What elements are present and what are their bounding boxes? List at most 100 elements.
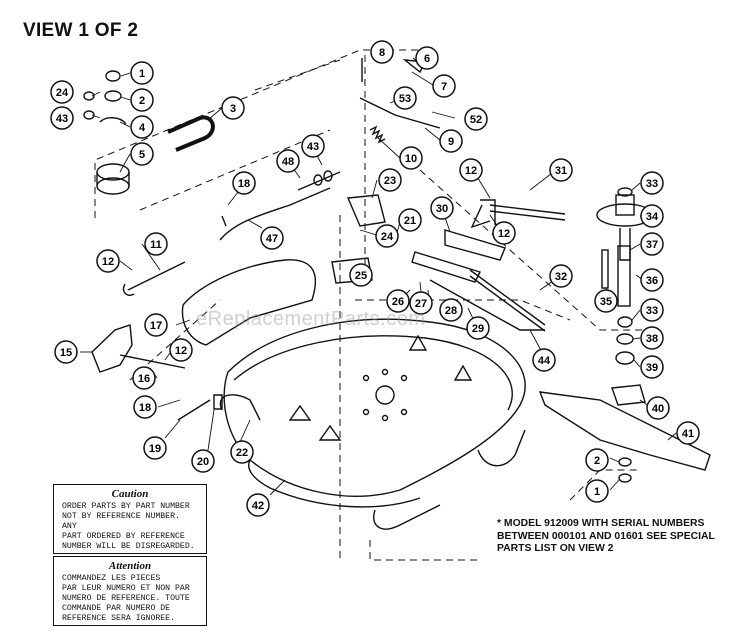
caution-line: NOT BY REFERENCE NUMBER. ANY	[62, 512, 180, 531]
attention-line: COMMANDE PAR NUMERO DE	[62, 604, 171, 613]
callout-22: 22	[230, 440, 254, 464]
callout-circle	[246, 493, 270, 517]
lift-link	[219, 187, 331, 241]
callout-label: 33	[646, 305, 658, 317]
callout-circle	[221, 96, 245, 120]
rod-31	[489, 204, 566, 215]
callout-12: 12	[96, 249, 120, 273]
callout-label: 15	[60, 347, 72, 359]
callout-1: 1	[130, 61, 154, 85]
callout-label: 29	[472, 323, 484, 335]
callout-24: 24	[375, 224, 399, 248]
callout-circle	[191, 449, 215, 473]
callout-12: 12	[492, 221, 516, 245]
callout-label: 28	[445, 305, 457, 317]
u-bolt	[167, 115, 215, 152]
callout-circle	[459, 158, 483, 182]
deck-handle-left	[219, 394, 261, 421]
callout-circle	[130, 88, 154, 112]
callout-circle	[378, 168, 402, 192]
callout-30: 30	[430, 196, 454, 220]
callout-circle	[549, 264, 573, 288]
callout-2: 2	[585, 448, 609, 472]
callout-circle	[260, 226, 284, 250]
caution-line: ORDER PARTS BY PART NUMBER	[62, 502, 190, 511]
callout-label: 20	[197, 456, 209, 468]
callout-label: 32	[555, 271, 567, 283]
callout-label: 38	[646, 333, 658, 345]
callout-circle	[386, 289, 410, 313]
callout-label: 43	[56, 113, 68, 125]
caution-line: PART ORDERED BY REFERENCE	[62, 532, 185, 541]
attention-line: COMMANDEZ LES PIECES	[62, 574, 161, 583]
callout-26: 26	[386, 289, 410, 313]
callout-label: 44	[538, 355, 551, 367]
callout-circle	[640, 326, 664, 350]
callout-label: 6	[424, 53, 430, 65]
callout-9: 9	[439, 129, 463, 153]
leader-lines	[80, 57, 677, 496]
attention-line: REFERENCE SERA IGNOREE.	[62, 614, 176, 623]
callout-25: 25	[349, 263, 373, 287]
callout-circle	[96, 249, 120, 273]
spindle-bolt	[601, 249, 609, 289]
mower-deck-housing	[223, 318, 526, 508]
attention-heading: Attention	[108, 560, 152, 572]
callout-label: 8	[379, 47, 385, 59]
callout-label: 9	[448, 136, 454, 148]
spindle-shaft	[617, 245, 631, 307]
callout-label: 11	[150, 239, 162, 251]
callout-40: 40	[646, 396, 670, 420]
callout-label: 25	[355, 270, 367, 282]
callout-circle	[399, 146, 423, 170]
callout-circle	[375, 224, 399, 248]
callout-18: 18	[232, 171, 256, 195]
callout-circle	[439, 129, 463, 153]
caution-heading: Caution	[111, 488, 149, 500]
attention-line: NUMERO DE REFERENCE. TOUTE	[62, 594, 190, 603]
callout-label: 35	[600, 296, 612, 308]
callout-23: 23	[378, 168, 402, 192]
attention-line: PAR LEUR NUMERO ET NON PAR	[62, 584, 190, 593]
callout-circle	[409, 291, 433, 315]
callout-label: 7	[441, 81, 447, 93]
callout-circle	[432, 74, 456, 98]
callout-44: 44	[532, 348, 556, 372]
callout-4: 4	[130, 115, 154, 139]
deck-bumper-right	[477, 429, 526, 467]
callout-circle	[143, 436, 167, 460]
callout-circle	[549, 158, 573, 182]
lift-arm	[359, 97, 441, 129]
callout-circle	[585, 479, 609, 503]
callout-label: 1	[594, 486, 600, 498]
callout-35: 35	[594, 289, 618, 313]
callout-label: 42	[252, 500, 264, 512]
callout-circle	[640, 232, 664, 256]
callout-label: 2	[594, 455, 600, 467]
callout-circle	[676, 421, 700, 445]
callout-circle	[585, 448, 609, 472]
callout-12: 12	[459, 158, 483, 182]
callout-circle	[370, 40, 394, 64]
callout-label: 24	[381, 231, 394, 243]
callout-circle	[301, 134, 325, 158]
callout-47: 47	[260, 226, 284, 250]
callout-layer: 1122345678910111212121215161718181920212…	[50, 40, 700, 517]
callout-label: 12	[498, 228, 510, 240]
spring	[369, 125, 386, 144]
mount-bracket	[346, 194, 386, 227]
callout-circle	[640, 204, 664, 228]
callout-label: 53	[399, 93, 411, 105]
callout-label: 33	[646, 178, 658, 190]
callout-33: 33	[640, 171, 664, 195]
callout-circle	[50, 80, 74, 104]
callout-circle	[464, 107, 488, 131]
callout-circle	[130, 115, 154, 139]
callout-circle	[532, 348, 556, 372]
callout-3: 3	[221, 96, 245, 120]
rod-44	[429, 279, 545, 331]
